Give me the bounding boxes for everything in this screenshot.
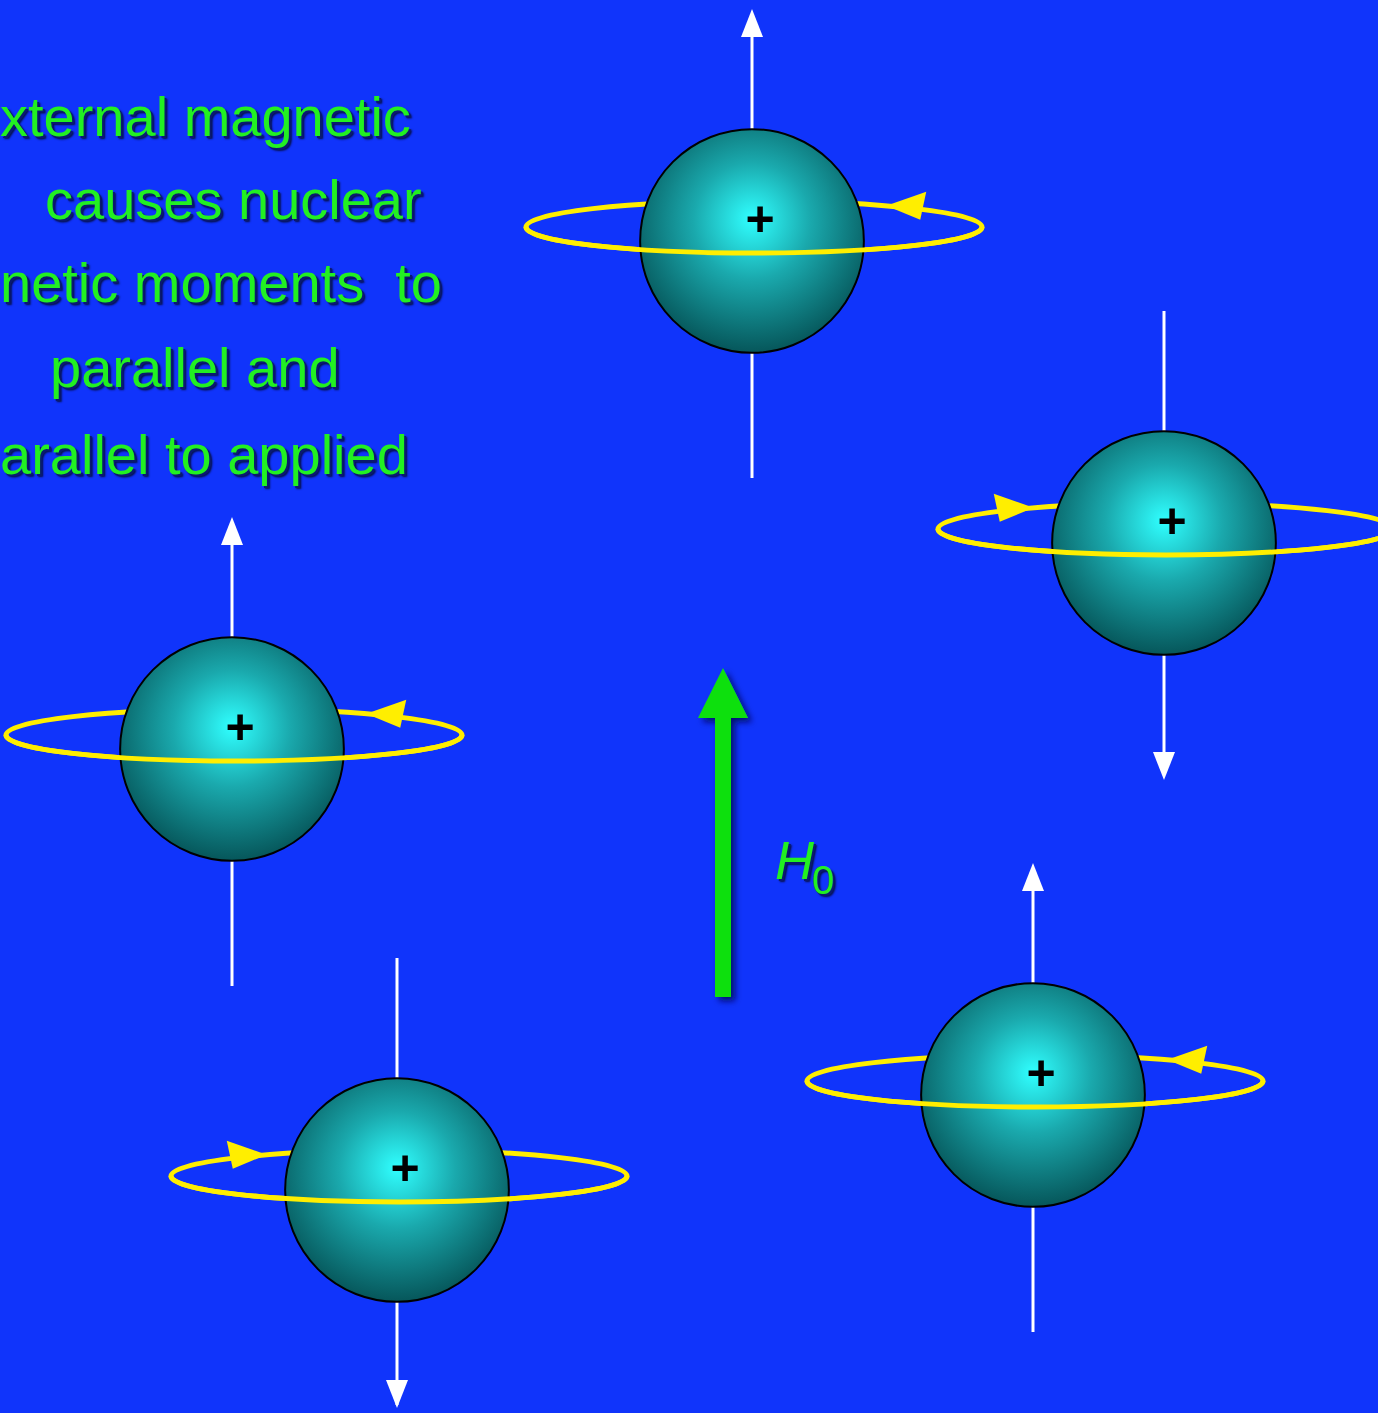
charge-sign: + xyxy=(390,1143,419,1193)
sphere-body xyxy=(640,129,864,353)
nucleus-sphere: + xyxy=(920,982,1146,1208)
caption-line: causes nuclear xyxy=(45,172,422,228)
axis-line xyxy=(751,31,754,130)
precession-ring-front xyxy=(807,1081,1263,1107)
ring-arrowhead xyxy=(366,700,406,728)
axis-arrowhead xyxy=(386,1380,408,1408)
caption-line: xternal magnetic xyxy=(0,89,411,145)
axis-arrowhead xyxy=(1153,752,1175,780)
axis-line xyxy=(231,539,234,638)
nucleus-sphere: + xyxy=(1051,430,1277,656)
axis-line xyxy=(396,958,399,1079)
axis-arrowhead xyxy=(221,517,243,545)
charge-sign: + xyxy=(745,194,774,244)
charge-sign: + xyxy=(1026,1048,1055,1098)
nucleus-sphere: + xyxy=(119,636,345,862)
sphere-body xyxy=(921,983,1145,1207)
sphere-body xyxy=(285,1078,509,1302)
ring-arrowhead xyxy=(1167,1046,1207,1074)
precession-ring-front xyxy=(938,529,1378,555)
axis-line xyxy=(1163,311,1166,432)
precession-ring-front xyxy=(526,227,982,253)
field-subscript: 0 xyxy=(812,860,834,900)
sphere-body xyxy=(1052,431,1276,655)
field-arrow xyxy=(698,668,748,997)
sphere-body xyxy=(120,637,344,861)
axis-line xyxy=(231,860,234,986)
caption-line: netic moments to xyxy=(0,255,442,311)
caption-line: arallel to applied xyxy=(0,427,408,483)
charge-sign: + xyxy=(1157,496,1186,546)
ring-arrowhead xyxy=(886,192,926,220)
axis-line xyxy=(1163,654,1166,758)
field-symbol: H xyxy=(775,833,814,887)
field-arrow-head xyxy=(698,668,748,718)
axis-line xyxy=(751,352,754,478)
precession-ring-fronts xyxy=(6,192,1378,1202)
charge-sign: + xyxy=(225,702,254,752)
axis-line xyxy=(1032,885,1035,984)
ring-arrowhead xyxy=(994,494,1034,522)
nucleus-sphere: + xyxy=(284,1077,510,1303)
axis-arrowhead xyxy=(741,9,763,37)
ring-arrowhead xyxy=(227,1141,267,1169)
caption-line: parallel and xyxy=(50,340,340,396)
precession-ring-front xyxy=(6,735,462,761)
precession-rings xyxy=(6,201,1378,1202)
axis-line xyxy=(1032,1206,1035,1332)
field-arrow-shaft xyxy=(715,712,731,997)
precession-ring-front xyxy=(171,1176,627,1202)
nucleus-sphere: + xyxy=(639,128,865,354)
axis-arrowhead xyxy=(1022,863,1044,891)
